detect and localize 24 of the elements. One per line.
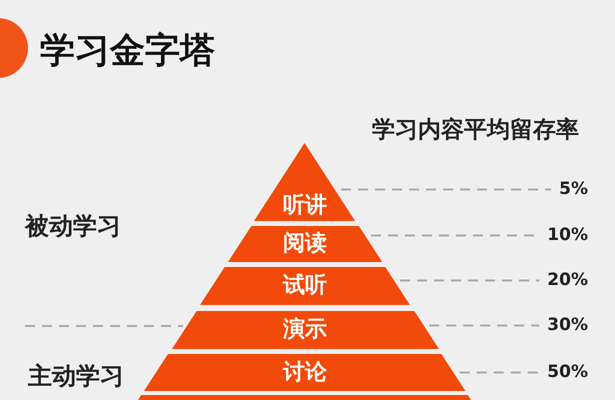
- pyramid-layer: [172, 311, 438, 349]
- percent-label: 20%: [547, 272, 588, 289]
- layer-label: 讨论: [282, 362, 327, 384]
- side-label: 主动学习: [28, 364, 124, 388]
- leader-line: [400, 280, 540, 282]
- pyramid-layer: [138, 395, 472, 400]
- layer-label: 听讲: [282, 195, 327, 217]
- side-label: 被动学习: [25, 214, 121, 238]
- leader-line: [429, 324, 540, 326]
- leader-line: [341, 188, 552, 190]
- percent-label: 5%: [559, 181, 588, 198]
- pyramid-layer: [200, 267, 410, 305]
- layer-label: 阅读: [282, 233, 327, 255]
- leader-line: [460, 372, 540, 374]
- title: 学习金字塔: [40, 34, 215, 69]
- pyramid-layer: [144, 354, 466, 391]
- pyramid-layer: [254, 143, 356, 221]
- percent-label: 10%: [547, 227, 588, 244]
- layer-label: 试听: [283, 275, 328, 297]
- column-heading: 学习内容平均留存率: [372, 119, 579, 142]
- layer-label: 演示: [283, 319, 327, 341]
- percent-label: 50%: [547, 364, 588, 381]
- percent-label: 30%: [547, 317, 588, 334]
- pyramid-layer: [228, 226, 382, 262]
